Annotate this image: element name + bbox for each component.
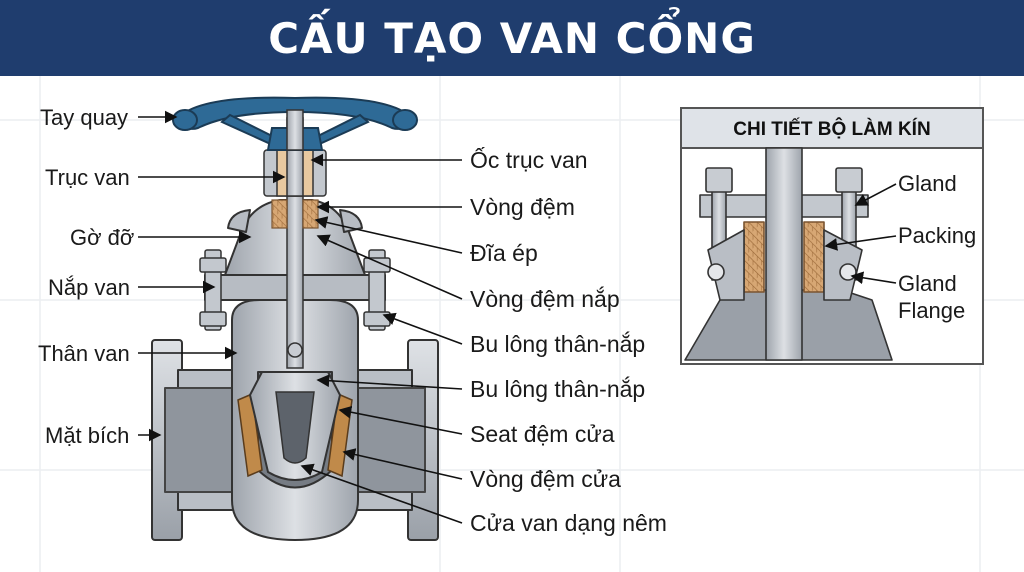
inset-label-packing: Packing xyxy=(898,223,976,248)
inset-label-gland: Gland xyxy=(898,171,957,196)
label-stem-nut: Ốc trục van xyxy=(470,146,588,173)
right-callouts xyxy=(300,153,463,524)
stem-nut xyxy=(263,149,327,197)
label-body-bonnet-bolt-1: Bu lông thân-nắp xyxy=(470,331,645,357)
label-stem: Trục van xyxy=(45,165,130,190)
inset-panel: CHI TIẾT BỘ LÀM KÍN xyxy=(680,107,984,365)
label-body-bonnet-bolt-2: Bu lông thân-nắp xyxy=(470,376,645,402)
handwheel xyxy=(172,96,418,151)
left-callouts xyxy=(138,110,286,442)
label-wedge-gate: Cửa van dạng nêm xyxy=(470,510,667,536)
inset-label-gland-flange-2: Flange xyxy=(898,298,965,323)
valve-diagram: Tay quay Trục van Gờ đỡ Nắp van Thân van… xyxy=(0,76,1024,572)
label-seat: Seat đệm cửa xyxy=(470,421,615,447)
label-handwheel: Tay quay xyxy=(40,105,128,130)
label-body: Thân van xyxy=(38,341,130,366)
label-flange: Mặt bích xyxy=(45,423,129,448)
label-yoke: Gờ đỡ xyxy=(70,225,134,250)
inset-label-gland-flange-1: Gland xyxy=(898,271,957,296)
title-bar: CẤU TẠO VAN CỔNG xyxy=(0,0,1024,76)
label-bonnet-gasket: Vòng đệm nắp xyxy=(470,286,620,312)
page-title: CẤU TẠO VAN CỔNG xyxy=(268,13,756,63)
label-gland-plate: Đĩa ép xyxy=(470,240,538,266)
label-gate-ring: Vòng đệm cửa xyxy=(470,466,621,492)
inset-title: CHI TIẾT BỘ LÀM KÍN xyxy=(733,118,930,140)
label-packing-ring: Vòng đệm xyxy=(470,194,575,220)
label-bonnet: Nắp van xyxy=(48,275,130,300)
packing xyxy=(271,199,319,229)
